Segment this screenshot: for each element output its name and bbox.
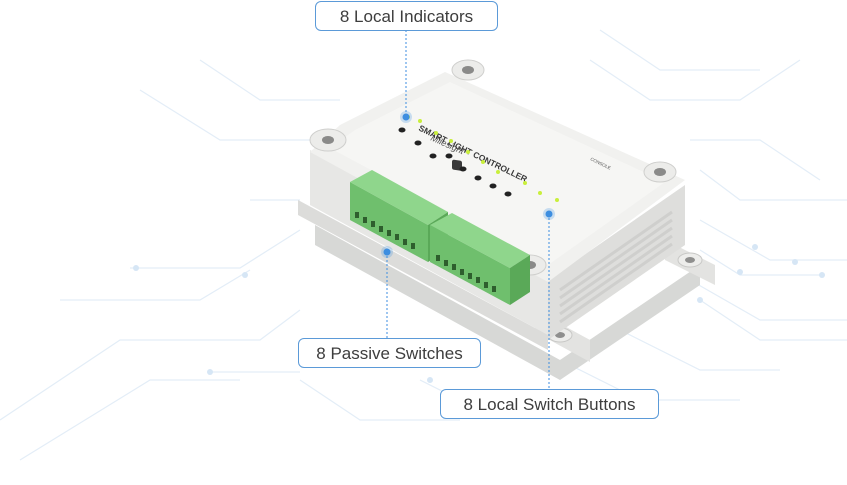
smart-light-controller-device: Milesight SMART LIGHT CONTROLLER CONSOLE	[298, 59, 715, 380]
circuit-nodes	[133, 244, 825, 383]
terminal-screws	[355, 212, 496, 292]
side-vents	[559, 210, 673, 324]
local-switch-buttons	[398, 127, 512, 197]
callout-dots	[381, 111, 555, 258]
callout-local-switch-buttons: 8 Local Switch Buttons	[440, 389, 659, 419]
callout-passive-switches: 8 Passive Switches	[298, 338, 481, 368]
callout-local-indicators: 8 Local Indicators	[315, 1, 498, 31]
terminal-block-right	[430, 213, 530, 305]
callout-leaders	[386, 30, 550, 389]
nfc-icon	[452, 159, 462, 171]
